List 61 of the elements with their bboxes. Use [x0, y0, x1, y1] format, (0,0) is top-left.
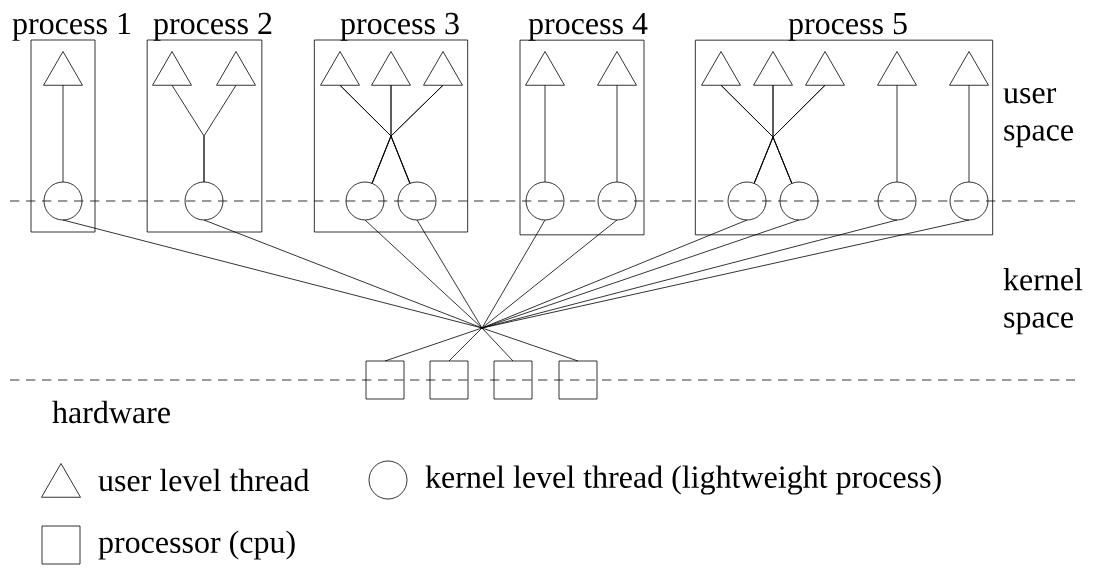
process-box: process 5	[694, 13, 994, 236]
node-label: process 4	[528, 12, 648, 41]
process-box: process 4	[519, 12, 648, 236]
connector-line	[481, 219, 800, 329]
kernel-thread-circle	[779, 181, 819, 221]
kernel-thread-circle	[597, 181, 637, 221]
legend-text: kernel level thread (lightweight process)	[425, 465, 941, 495]
connector-line	[364, 219, 483, 329]
processor-square	[558, 360, 598, 400]
processor-square	[365, 360, 405, 400]
connector-line	[481, 219, 546, 329]
user-thread-triangle	[525, 51, 565, 86]
user-thread-triangle	[216, 51, 256, 86]
kernel-thread-circle	[43, 181, 83, 221]
user-thread-triangle	[805, 51, 845, 86]
node-label: process 2	[153, 12, 272, 41]
region-label: user space	[1003, 88, 1073, 148]
connector-line	[968, 84, 970, 183]
connector-line	[896, 84, 898, 183]
connector-line	[203, 219, 483, 329]
processor-square	[429, 360, 469, 400]
connector-line	[384, 327, 483, 362]
user-thread-triangle	[597, 51, 637, 86]
connector-line	[390, 84, 444, 184]
region-label: hardware	[52, 400, 170, 424]
process-box: process 3	[313, 12, 469, 233]
user-thread-triangle	[320, 51, 360, 86]
connector-line	[416, 219, 483, 329]
connector-line	[772, 84, 826, 184]
legend-text: user level thread	[98, 468, 310, 492]
user-thread-triangle	[877, 51, 917, 86]
connector-line	[448, 327, 483, 362]
user-thread-triangle	[152, 51, 192, 86]
kernel-thread-circle	[525, 181, 565, 221]
region-label: kernel space	[1003, 268, 1083, 335]
kernel-thread-circle	[727, 181, 767, 221]
user-thread-triangle	[371, 51, 411, 86]
process-box: process 2	[146, 12, 272, 233]
user-thread-triangle	[423, 51, 463, 86]
legend-text: processor (cpu)	[98, 530, 295, 560]
connector-line	[481, 219, 618, 329]
connector-line	[481, 327, 579, 362]
processor-square	[493, 360, 533, 400]
kernel-thread-circle	[877, 181, 917, 221]
user-thread-triangle	[43, 51, 83, 86]
node-label: process 3	[340, 12, 459, 41]
kernel-thread-circle	[397, 181, 437, 221]
connector-line	[203, 84, 237, 183]
process-box: process 1	[12, 12, 131, 233]
user-thread-triangle	[753, 51, 793, 86]
user-thread-triangle	[949, 51, 989, 86]
connector-line	[481, 327, 514, 362]
kernel-thread-circle	[345, 181, 385, 221]
node-label: process 5	[788, 13, 907, 41]
user-thread-triangle	[701, 51, 741, 86]
kernel-thread-circle	[184, 181, 224, 221]
connector-line	[616, 84, 618, 183]
connector-line	[544, 84, 546, 183]
node-label: process 1	[12, 12, 131, 41]
kernel-thread-circle	[949, 181, 989, 221]
connector-line	[62, 84, 64, 183]
